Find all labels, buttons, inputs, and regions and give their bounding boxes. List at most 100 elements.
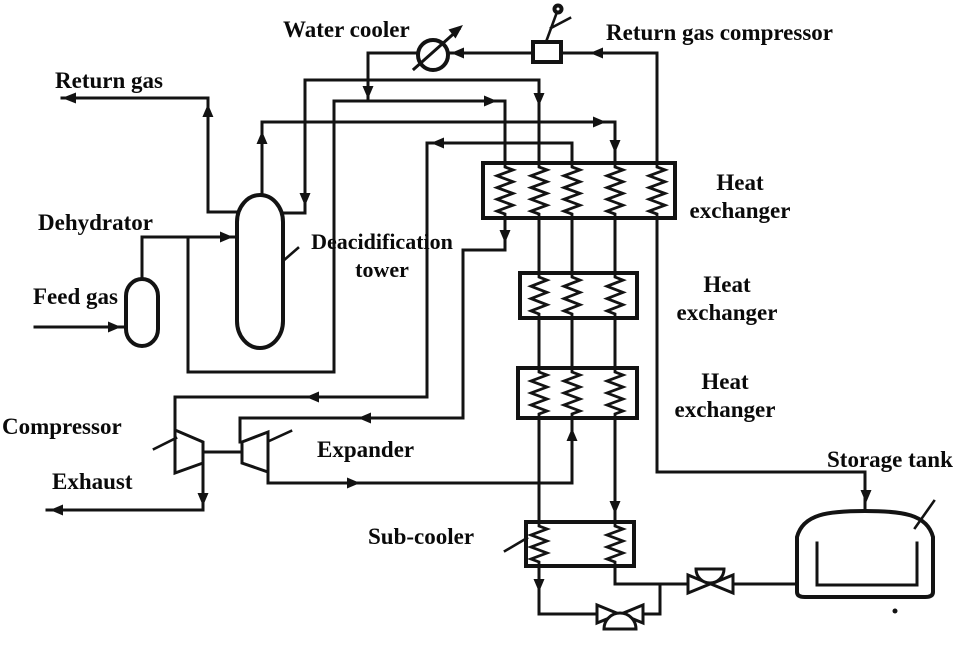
arrow-tower-left-up — [202, 104, 214, 117]
pipe-dehydrator-loop — [186, 99, 336, 374]
expander-tick — [267, 429, 293, 443]
arrow-subcooler-out-down — [533, 579, 545, 592]
deacidification-tower-vessel — [235, 193, 300, 350]
pipe-expander-outlet — [266, 416, 574, 485]
label-deacidification-tower-line1: Deacidification — [311, 229, 453, 254]
water-cooler-diagonal-arrow — [448, 25, 463, 39]
arrow-exhaust-left — [50, 504, 63, 516]
heat-exchanger-1-shell — [481, 161, 677, 220]
label-storage-tank: Storage tank — [827, 447, 953, 472]
heat-exchanger-3 — [516, 366, 639, 420]
label-return-gas-compressor: Return gas compressor — [606, 20, 833, 45]
arrow-coil2-down — [533, 93, 545, 106]
dehydrator-vessel — [124, 277, 160, 348]
coil — [559, 163, 585, 218]
label-deacidification-tower-line2: tower — [355, 257, 409, 282]
arrow-chain3-down-bottom — [609, 501, 621, 514]
arrow-tower-top-up — [256, 131, 268, 144]
label-heat-exchanger-2-line1: Heat — [703, 272, 751, 297]
arrow-into-tower-right — [220, 231, 233, 243]
arrow-compressor-out-down — [197, 493, 209, 506]
flow-arrows — [50, 47, 872, 592]
valve-2-actuator — [694, 567, 726, 585]
label-heat-exchanger-1-line2: exchanger — [690, 198, 791, 223]
arrow-tank-feed-down — [860, 490, 872, 503]
coil — [560, 273, 584, 318]
storage-tank-vessel — [795, 499, 936, 614]
arrow-to-coil1-right — [484, 95, 497, 107]
pipe-subcooler-to-valve1 — [537, 564, 599, 616]
return-gas-compressor-body — [531, 40, 563, 64]
label-heat-exchanger-2-line2: exchanger — [677, 300, 778, 325]
return-gas-compressor-icon — [531, 3, 572, 64]
arrow-riser-down — [299, 193, 311, 206]
coil — [644, 163, 670, 218]
coil — [527, 273, 551, 318]
pipe-coil1-to-expander — [238, 216, 507, 444]
coil — [603, 368, 627, 418]
return-gas-compressor-arm — [549, 16, 572, 30]
valve-1-actuator — [602, 611, 638, 631]
label-water-cooler: Water cooler — [283, 17, 410, 42]
coil — [603, 273, 627, 318]
pipe-return-gas — [60, 96, 239, 214]
arrow-to-expander-left — [358, 412, 371, 424]
pipe-subcooler-to-valve2 — [613, 564, 690, 586]
arrow-feed-gas-right — [108, 321, 121, 333]
water-cooler-diagonal — [411, 26, 462, 72]
arrow-to-compressor-left — [306, 391, 319, 403]
pipe-dehydrator-to-tower — [140, 235, 239, 281]
label-heat-exchanger-3-line2: exchanger — [675, 397, 776, 422]
coil — [527, 522, 551, 566]
coil — [603, 522, 627, 566]
return-gas-compressor-knob — [552, 3, 564, 15]
arrow-into-cooler-left — [451, 47, 464, 59]
storage-tank-dot — [892, 608, 898, 614]
coil — [560, 368, 584, 418]
arrow-return-up — [566, 428, 578, 441]
label-compressor: Compressor — [2, 414, 122, 439]
heat-exchanger-1 — [481, 161, 677, 220]
compressor-tick — [152, 436, 178, 451]
label-heat-exchanger-1-line1: Heat — [716, 170, 764, 195]
storage-tank-tick — [913, 499, 936, 530]
sub-cooler-unit — [503, 520, 636, 568]
label-return-gas: Return gas — [55, 68, 163, 93]
water-cooler-icon — [411, 25, 463, 72]
coil — [526, 163, 552, 218]
arrow-return-left — [431, 137, 444, 149]
coil — [527, 368, 551, 418]
arrow-return-gas-left — [62, 92, 76, 104]
tower-shell — [235, 193, 285, 350]
expander-icon — [240, 429, 293, 475]
expander-body — [240, 429, 270, 475]
valve-2-right-wing — [707, 572, 735, 596]
heat-exchanger-2 — [518, 271, 639, 320]
arrow-line-to-compressorbox-left — [590, 47, 603, 59]
pipe-to-exchanger-coil1 — [332, 99, 507, 165]
label-sub-cooler: Sub-cooler — [368, 524, 474, 549]
storage-tank-shell — [795, 508, 935, 599]
water-cooler-body — [416, 38, 450, 72]
arrow-coil1-down — [499, 230, 511, 243]
arrow-towertop-right — [593, 116, 606, 128]
pipe-compressor-to-corner — [559, 51, 659, 165]
label-feed-gas: Feed gas — [33, 284, 118, 309]
storage-tank-inner — [815, 541, 919, 587]
pipe-tower-right-riser — [281, 78, 541, 215]
dehydrator-shell — [124, 277, 160, 348]
label-heat-exchanger-3-line1: Heat — [701, 369, 749, 394]
compressor-body — [173, 427, 205, 476]
label-exhaust: Exhaust — [52, 469, 133, 494]
pipe-valve1-riser — [641, 582, 662, 616]
arrow-cooler-branch-down — [362, 86, 374, 99]
pipe-cooler-branch — [366, 51, 420, 103]
sub-cooler-tick — [503, 536, 529, 553]
arrow-chain3-down-top — [609, 140, 621, 153]
coil — [602, 163, 628, 218]
throttle-valve-1 — [595, 602, 645, 631]
compressor-icon — [152, 427, 205, 476]
coil — [492, 163, 518, 218]
label-dehydrator: Dehydrator — [38, 210, 153, 235]
